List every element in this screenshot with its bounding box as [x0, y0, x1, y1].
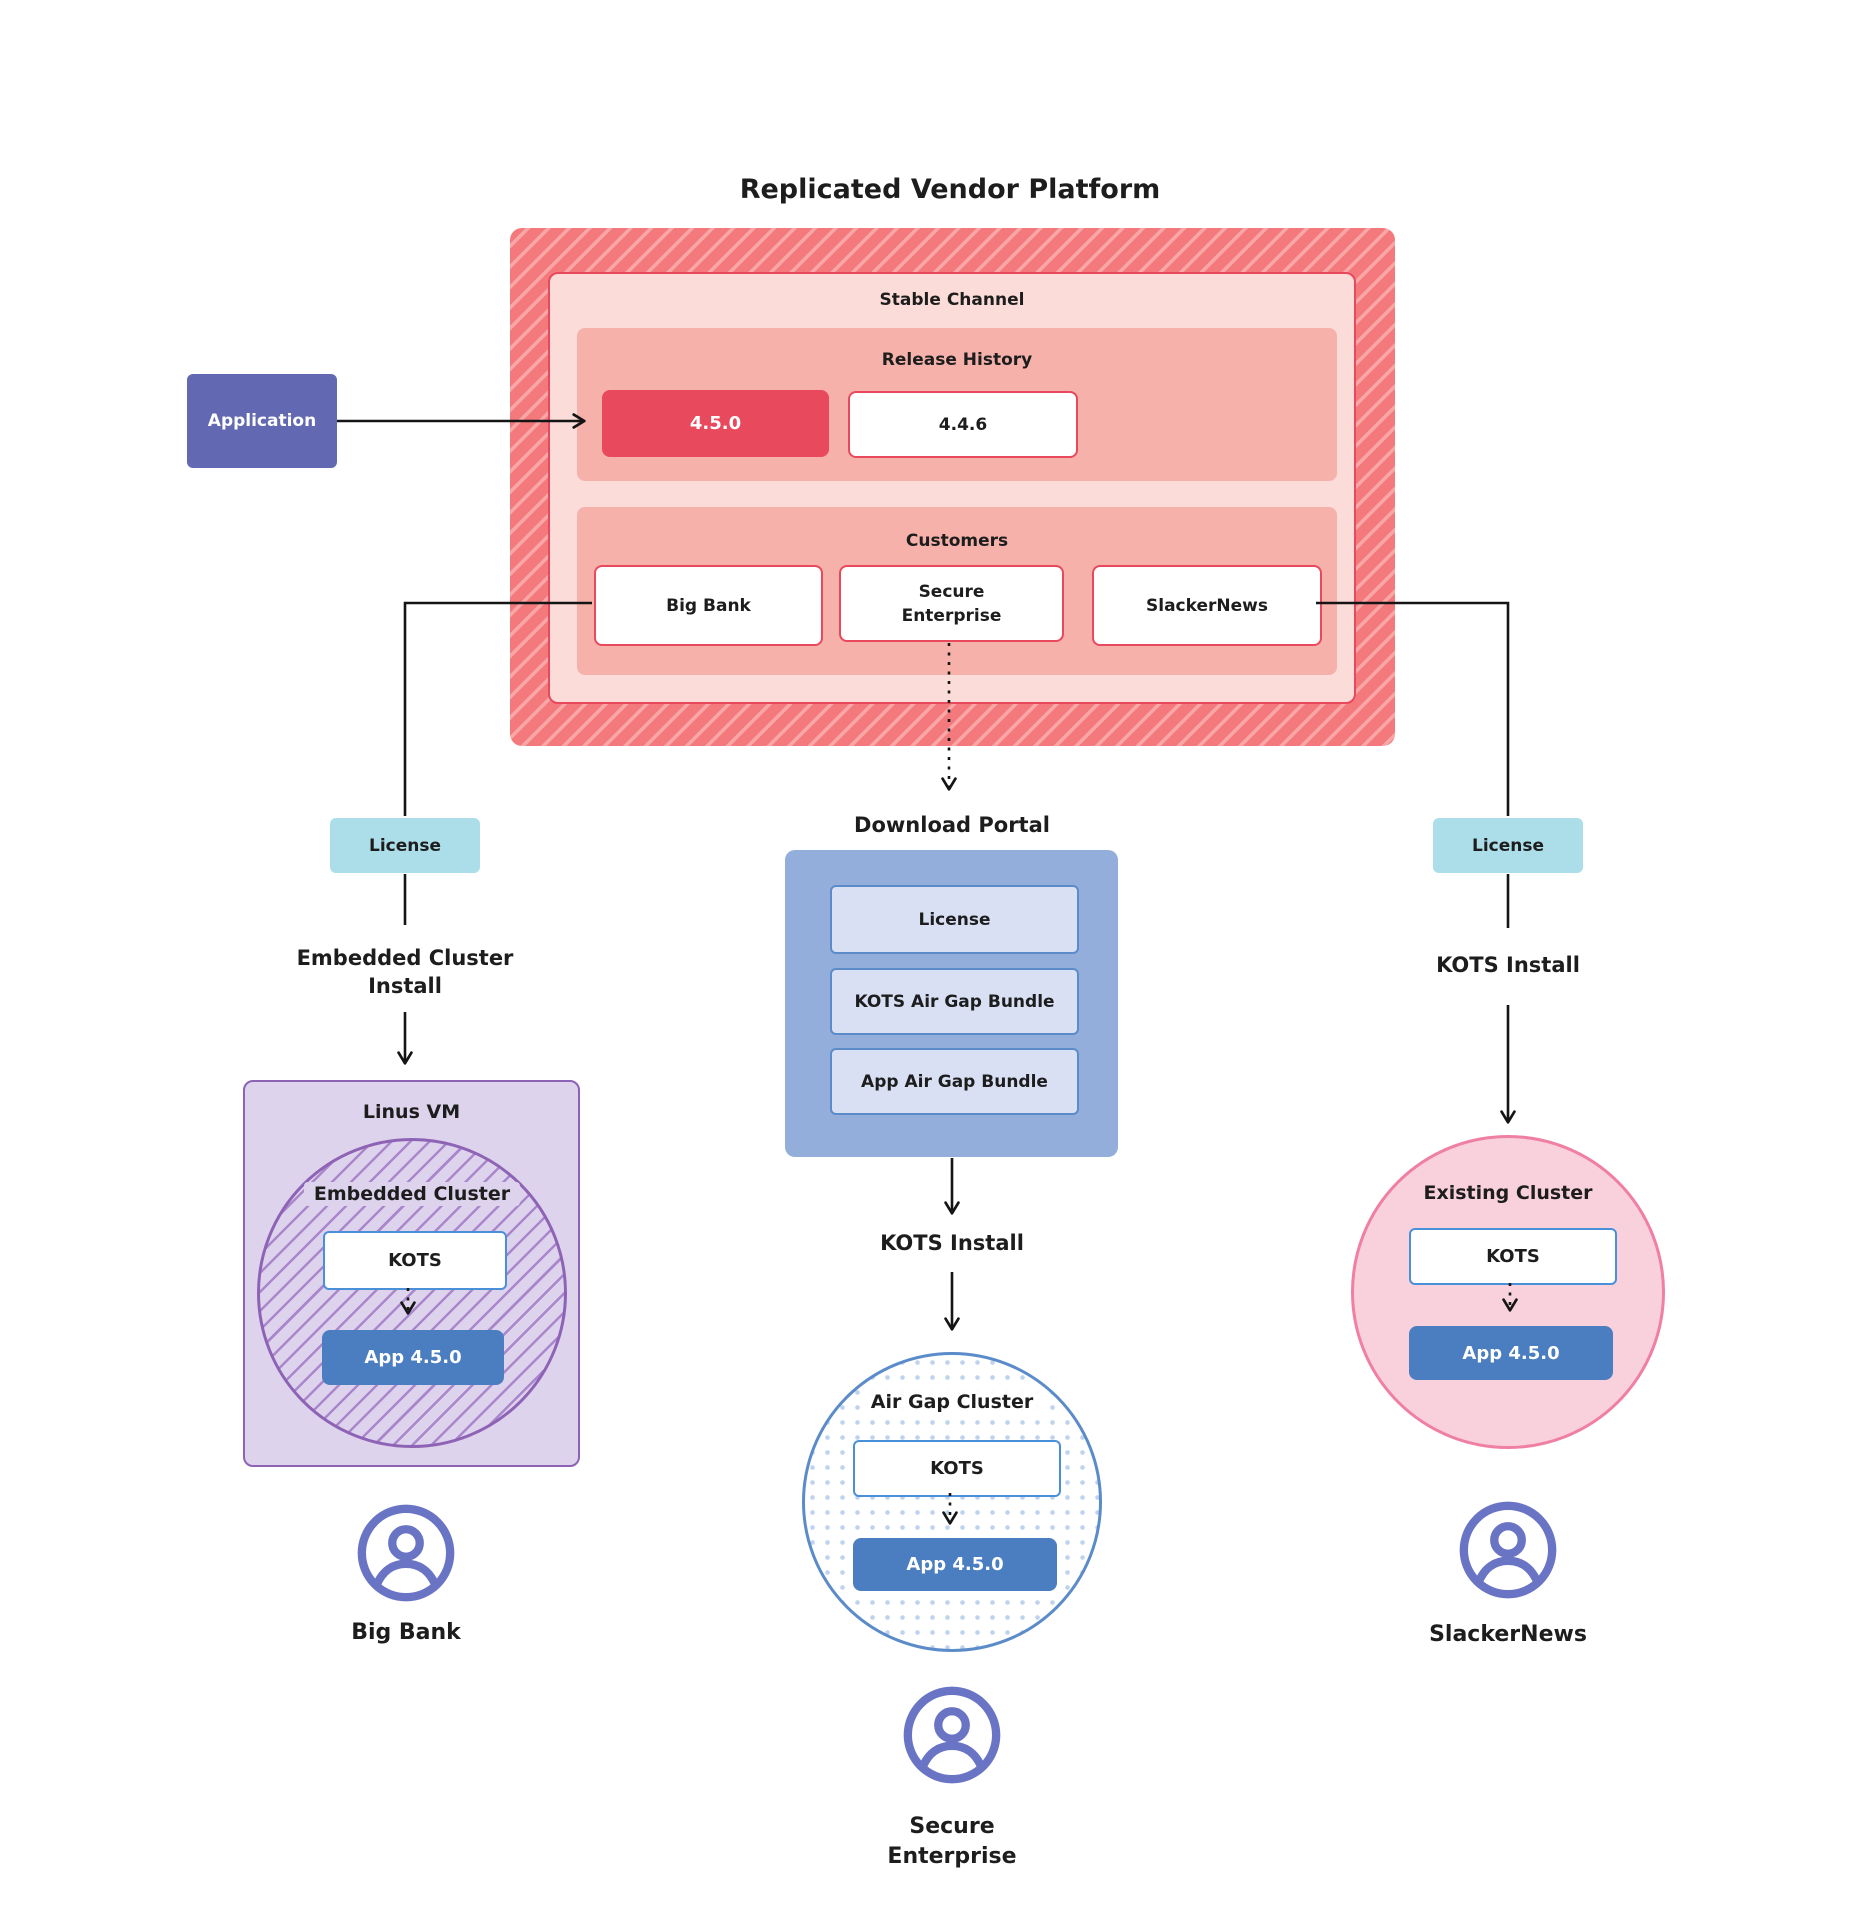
- kots-install-label-right: KOTS Install: [1436, 953, 1580, 977]
- customers-label: Customers: [905, 531, 1009, 551]
- stable-channel-panel: Stable Channel Release History 4.5.0 4.4…: [548, 272, 1356, 704]
- embedded-cluster-install-label: Embedded Cluster Install: [296, 946, 514, 998]
- embedded-cluster-circle: Embedded Cluster KOTS App 4.5.0: [257, 1138, 567, 1448]
- customers-panel: Customers Big Bank Secure Enterprise Sla…: [577, 507, 1337, 675]
- release-version-450: 4.5.0: [602, 390, 829, 457]
- slackernews-user-label: SlackerNews: [1429, 1622, 1587, 1647]
- linus-vm-label: Linus VM: [362, 1101, 461, 1123]
- download-portal-container: License KOTS Air Gap Bundle App Air Gap …: [785, 850, 1118, 1157]
- app-node-secure: App 4.5.0: [853, 1538, 1057, 1591]
- app-node-slackernews: App 4.5.0: [1409, 1326, 1613, 1380]
- application-node: Application: [187, 374, 337, 468]
- portal-item-license: License: [830, 885, 1079, 954]
- diagram-title: Replicated Vendor Platform: [739, 174, 1161, 205]
- customer-slackernews: SlackerNews: [1092, 565, 1322, 646]
- release-history-label: Release History: [881, 350, 1033, 370]
- kots-install-label-middle: KOTS Install: [880, 1231, 1024, 1255]
- portal-item-app-bundle: App Air Gap Bundle: [830, 1048, 1079, 1115]
- user-icon-big-bank: [357, 1504, 455, 1602]
- air-gap-cluster-label: Air Gap Cluster: [805, 1389, 1099, 1415]
- customer-big-bank: Big Bank: [594, 565, 823, 646]
- license-node-big-bank: License: [330, 818, 480, 873]
- user-icon-slackernews: [1459, 1501, 1557, 1599]
- air-gap-cluster-circle: Air Gap Cluster KOTS App 4.5.0: [802, 1352, 1102, 1652]
- embedded-cluster-label: Embedded Cluster: [260, 1181, 564, 1207]
- customer-secure-enterprise: Secure Enterprise: [839, 565, 1064, 642]
- big-bank-user-label: Big Bank: [351, 1620, 461, 1645]
- kots-node-secure: KOTS: [853, 1440, 1061, 1497]
- secure-enterprise-user-label: Secure Enterprise: [887, 1814, 1017, 1869]
- existing-cluster-circle: Existing Cluster KOTS App 4.5.0: [1351, 1135, 1665, 1449]
- kots-node-big-bank: KOTS: [323, 1231, 507, 1290]
- release-history-panel: Release History 4.5.0 4.4.6: [577, 328, 1337, 481]
- stable-channel-label: Stable Channel: [879, 290, 1025, 310]
- release-version-446: 4.4.6: [848, 391, 1078, 458]
- existing-cluster-label: Existing Cluster: [1423, 1182, 1593, 1204]
- app-node-big-bank: App 4.5.0: [322, 1330, 504, 1385]
- download-portal-label: Download Portal: [854, 813, 1050, 837]
- kots-node-slackernews: KOTS: [1409, 1228, 1617, 1285]
- portal-item-kots-bundle: KOTS Air Gap Bundle: [830, 968, 1079, 1035]
- linus-vm-container: Linus VM Embedded Cluster KOTS App 4.5.0: [243, 1080, 580, 1467]
- license-node-slackernews: License: [1433, 818, 1583, 873]
- vendor-platform-container: Stable Channel Release History 4.5.0 4.4…: [510, 228, 1395, 746]
- user-icon-secure-enterprise: [903, 1686, 1001, 1784]
